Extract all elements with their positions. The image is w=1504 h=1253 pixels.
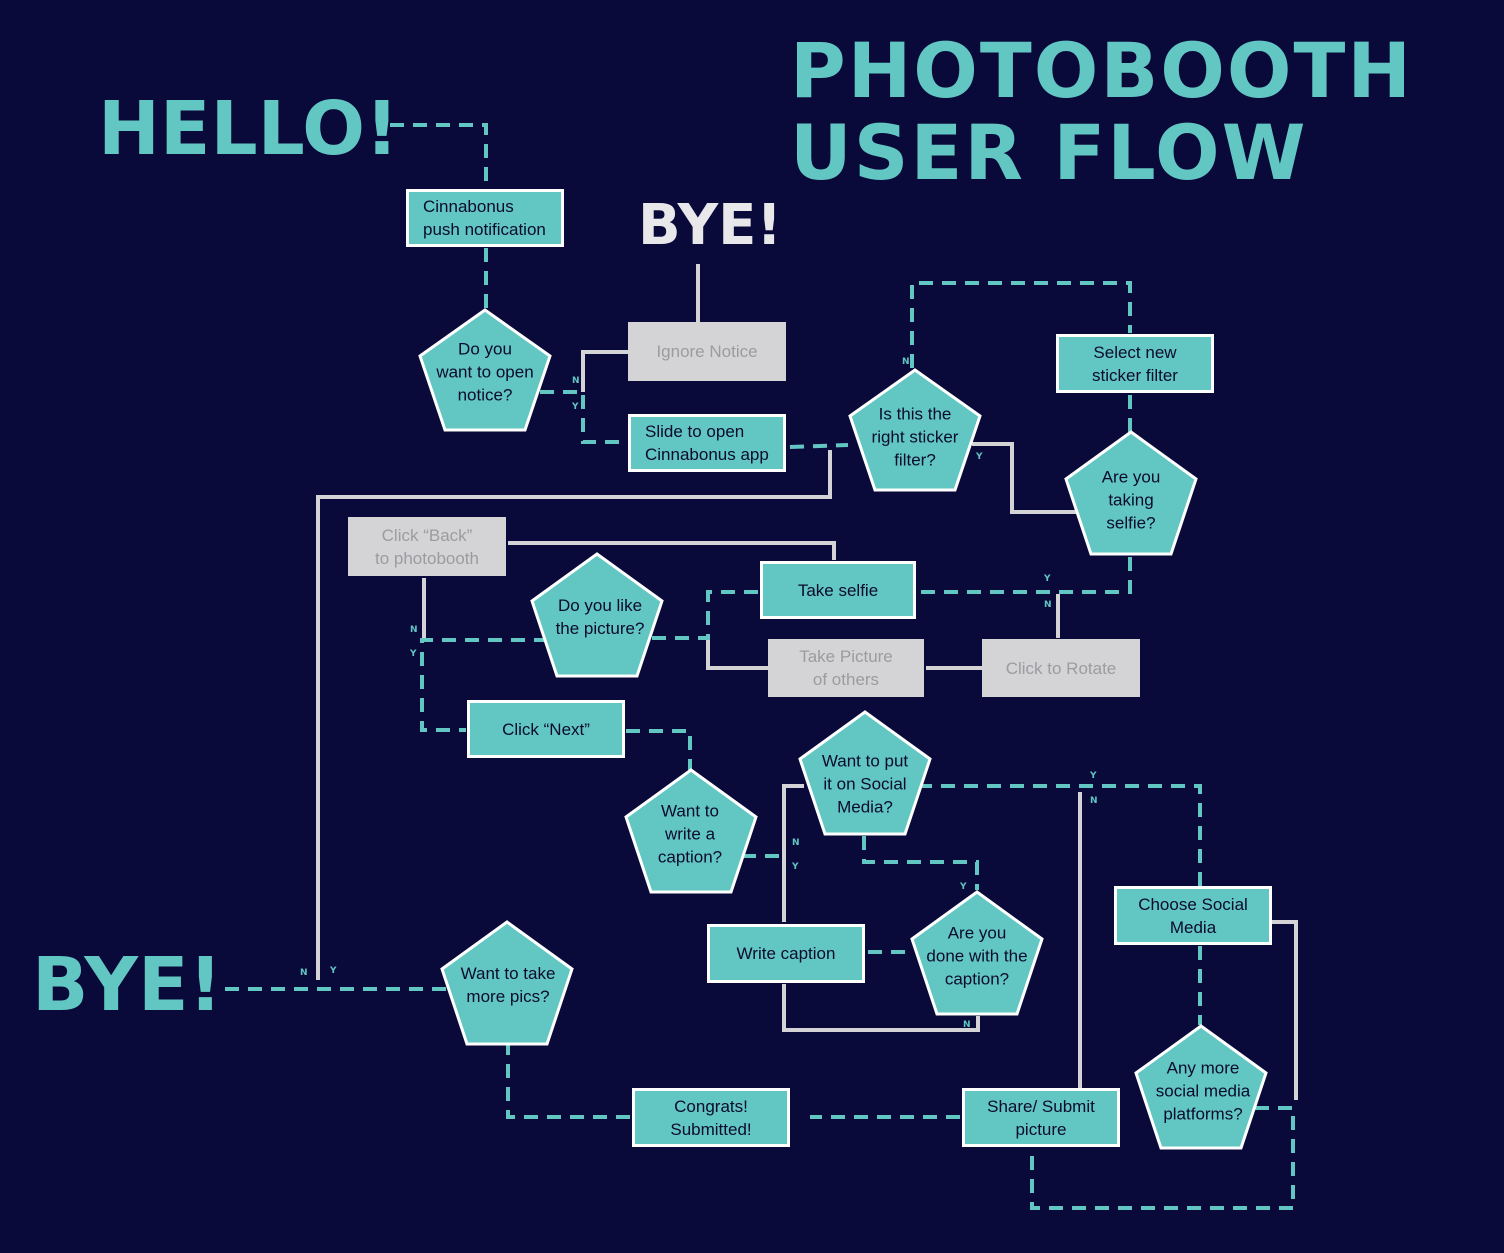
decision-done-caption: Are you done with the caption? bbox=[926, 923, 1028, 989]
decision-more-platforms: Any more social media platforms? bbox=[1155, 1058, 1251, 1124]
bye-top-label: BYE! bbox=[638, 193, 782, 258]
click-to-rotate-node[interactable]: Click to Rotate bbox=[982, 639, 1140, 697]
no-label: N bbox=[572, 376, 580, 386]
yes-label: Y bbox=[1044, 574, 1051, 584]
decision-more-pics-shape[interactable] bbox=[440, 920, 574, 1046]
no-label: N bbox=[410, 625, 418, 635]
cinnabonus-push-node[interactable]: Cinnabonus push notification bbox=[406, 189, 564, 247]
click-back-node[interactable]: Click “Back” to photobooth bbox=[348, 517, 506, 576]
click-next-node[interactable]: Click “Next” bbox=[467, 700, 625, 758]
decision-right-sticker-shape[interactable] bbox=[848, 368, 982, 492]
title-line-1: PHOTOBOOTH bbox=[790, 26, 1413, 115]
congrats-submitted-node[interactable]: Congrats! Submitted! bbox=[632, 1088, 790, 1147]
no-label: N bbox=[300, 968, 308, 978]
no-label: N bbox=[792, 838, 800, 848]
yes-label: Y bbox=[792, 862, 799, 872]
decision-write-caption-shape[interactable] bbox=[624, 768, 758, 894]
write-caption-node[interactable]: Write caption bbox=[707, 924, 865, 983]
decision-more-platforms-shape[interactable] bbox=[1134, 1024, 1268, 1150]
yes-label: Y bbox=[960, 882, 967, 892]
dashed-connectors bbox=[218, 123, 1295, 1210]
take-selfie-node[interactable]: Take selfie bbox=[760, 561, 916, 619]
yes-label: Y bbox=[410, 649, 417, 659]
take-picture-others-node[interactable]: Take Picture of others bbox=[768, 639, 924, 697]
select-new-sticker-node[interactable]: Select new sticker filter bbox=[1056, 334, 1214, 393]
decision-done-caption-shape[interactable] bbox=[910, 890, 1044, 1016]
yes-label: Y bbox=[572, 402, 579, 412]
no-label: N bbox=[1044, 600, 1052, 610]
yes-label: Y bbox=[976, 452, 983, 462]
no-label: N bbox=[963, 1020, 971, 1030]
decision-social-media: Want to put it on Social Media? bbox=[821, 751, 909, 817]
yes-label: Y bbox=[330, 966, 337, 976]
title-line-2: USER FLOW bbox=[790, 108, 1308, 197]
hello-label: HELLO! bbox=[98, 86, 399, 172]
page-title: PHOTOBOOTH USER FLOW bbox=[790, 30, 1413, 194]
decision-write-caption: Want to write a caption? bbox=[657, 801, 723, 867]
decision-open-notice: Do you want to open notice? bbox=[436, 339, 534, 405]
no-label: N bbox=[902, 357, 910, 367]
choose-social-media-node[interactable]: Choose Social Media bbox=[1114, 886, 1272, 945]
yes-label: Y bbox=[1090, 771, 1097, 781]
decision-like-picture-shape[interactable] bbox=[530, 552, 664, 678]
share-submit-node[interactable]: Share/ Submit picture bbox=[962, 1088, 1120, 1147]
decision-more-pics: Want to take more pics? bbox=[460, 964, 556, 1006]
decision-social-media-shape[interactable] bbox=[798, 710, 932, 836]
solid-connectors bbox=[316, 264, 1298, 1100]
bye-bottom-label: BYE! bbox=[32, 942, 223, 1028]
slide-to-open-node[interactable]: Slide to open Cinnabonus app bbox=[628, 414, 786, 472]
decision-taking-selfie: Are you taking selfie? bbox=[1101, 467, 1161, 533]
no-label: N bbox=[1090, 796, 1098, 806]
decision-open-notice-shape[interactable] bbox=[418, 308, 552, 432]
decision-taking-selfie-shape[interactable] bbox=[1064, 430, 1198, 556]
decision-right-sticker: Is this the right sticker filter? bbox=[871, 404, 959, 470]
decision-like-picture: Do you like the picture? bbox=[555, 596, 645, 638]
ignore-notice-node[interactable]: Ignore Notice bbox=[628, 322, 786, 381]
